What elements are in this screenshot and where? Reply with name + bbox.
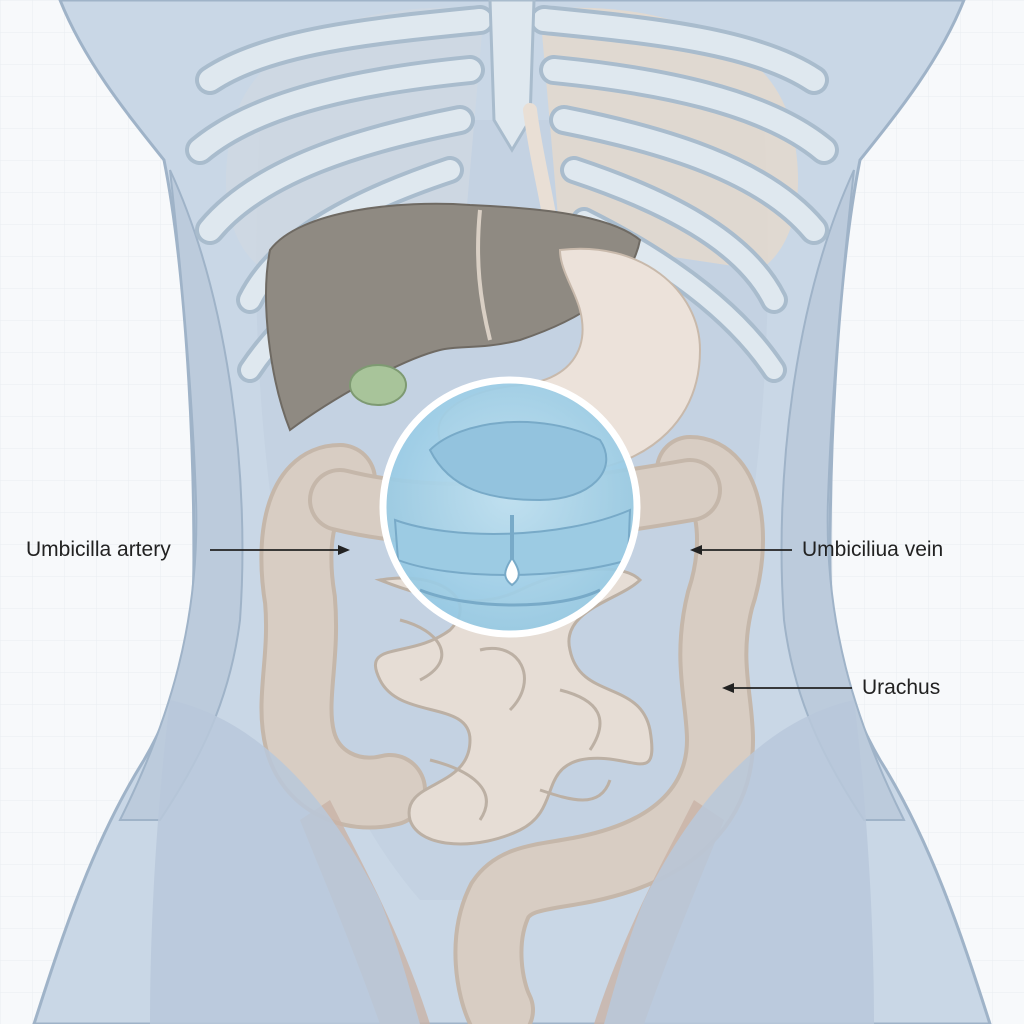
sternum [488,0,536,153]
label-umbilical-vein: Umbiciliua vein [802,538,944,561]
droplet-icon [504,556,520,587]
magnifier-ring [379,376,641,638]
right-oblique-muscle [780,169,906,821]
arrowhead-right-lower [722,683,734,693]
gallbladder [349,364,407,406]
lower-abdominal-wall [150,700,420,1024]
arrowhead-right-upper [690,545,702,555]
small-intestine [373,567,654,846]
right-rib-cage [529,5,839,383]
lower-abdominal-wall-right [604,700,874,1024]
left-oblique-muscle [118,169,244,821]
liver-fissure [476,209,492,341]
magnifier-inset [379,376,641,638]
label-umbilical-artery: Umbicilla artery [26,538,171,561]
leader-lines [210,545,852,693]
label-urachus: Urachus [862,676,941,699]
arrowhead-left [338,545,350,555]
